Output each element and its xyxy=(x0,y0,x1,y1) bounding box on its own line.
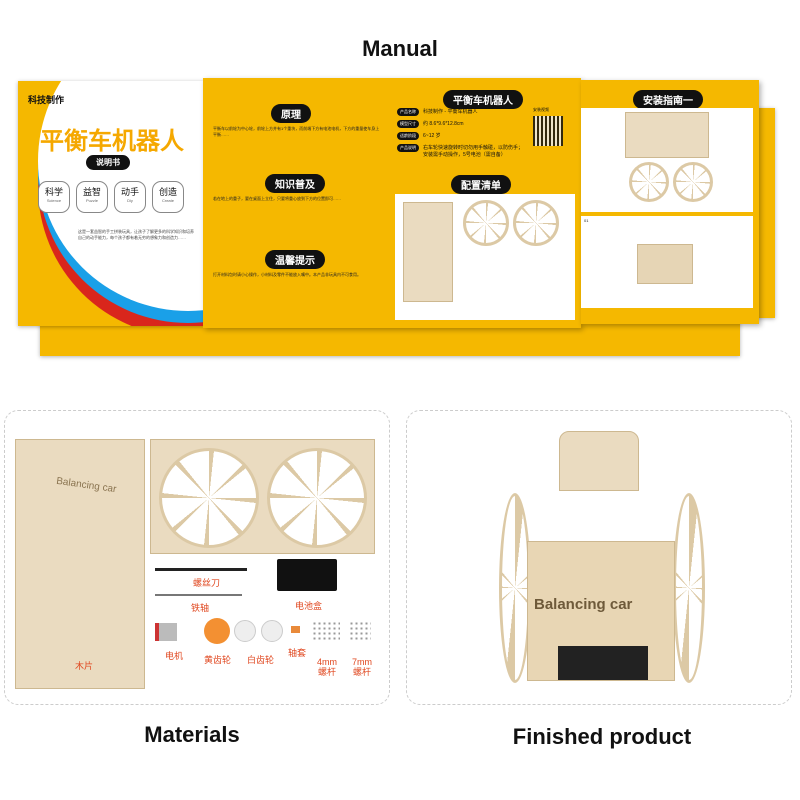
manual-guide-page: 安装指南一 01 xyxy=(581,80,759,324)
battery-box xyxy=(558,646,648,680)
wheel-board xyxy=(150,439,375,554)
guide-step: 01 xyxy=(584,218,589,223)
knowledge-heading: 知识普及 xyxy=(265,174,325,193)
iron-shaft xyxy=(155,594,242,596)
label-yellow-gear: 黄齿轮 xyxy=(204,655,232,665)
guide-image-step: 01 xyxy=(581,216,753,308)
label-wood: 木片 xyxy=(75,661,94,671)
finished-panel: Balancing car xyxy=(406,410,792,705)
principle-text: 平衡车以前轮为中心轮，前轮上方并有1个重块，而前端下方有电池电机，下方的重量使车… xyxy=(213,126,380,137)
yellow-gear xyxy=(204,618,230,644)
cover-brand: 科技制作 xyxy=(28,96,65,106)
cover-title: 平衡车机器人 xyxy=(40,128,184,155)
robot-head xyxy=(559,431,639,491)
guide-heading: 安装指南一 xyxy=(633,90,703,109)
screws-4mm xyxy=(312,621,340,641)
cover-paragraph: 这是一套益智的手工拼装玩具，让孩子了解更多的科学知识和培养自己的动手能力，每个孩… xyxy=(78,229,194,240)
board-text: Balancing car xyxy=(55,475,118,496)
label-sleeve: 轴套 xyxy=(288,648,307,658)
wood-board: Balancing car xyxy=(15,439,145,689)
screws-7mm xyxy=(349,621,371,641)
guide-image-parts xyxy=(581,108,753,212)
tips-text: 打开材料包时请小心操作，小材料及零件不能放入嘴中。本产品非玩具内不可食用。 xyxy=(213,272,361,277)
motor xyxy=(155,623,177,641)
product-heading: 平衡车机器人 xyxy=(443,90,523,109)
label-screwdriver: 螺丝刀 xyxy=(193,578,221,588)
label-battery: 电池盒 xyxy=(295,601,323,611)
product-info: 产品名称科技制作 - 平衡车机器人 模型尺寸约 8.6*9.6*12.8cm 适… xyxy=(397,108,527,162)
label-screw-7mm: 7mm 螺杆 xyxy=(352,657,372,677)
robot-body: Balancing car xyxy=(527,541,675,681)
config-heading: 配置清单 xyxy=(451,175,511,194)
principle-heading: 原理 xyxy=(271,104,311,123)
caption-materials: Materials xyxy=(144,722,240,747)
white-gear xyxy=(234,620,256,642)
caption-manual: Manual xyxy=(362,36,438,61)
right-wheel xyxy=(673,493,705,683)
battery-box xyxy=(277,559,337,591)
sleeve xyxy=(291,626,300,633)
knowledge-text: 若在地上的重子，要在桌面上立住，只要将重心放到下方的位置即可…… xyxy=(213,196,341,201)
caption-finished: Finished product xyxy=(512,724,692,749)
materials-panel: Balancing car 螺丝刀 铁轴 电池盒 木片 电机 黄齿轮 白齿轮 轴… xyxy=(4,410,390,705)
label-screw-4mm: 4mm 螺杆 xyxy=(317,657,337,677)
cover-subtitle: 说明书 xyxy=(86,155,130,170)
label-shaft: 铁轴 xyxy=(191,603,210,613)
body-text: Balancing car xyxy=(534,596,633,613)
tips-heading: 温馨提示 xyxy=(265,250,325,269)
qr-code xyxy=(533,116,563,146)
white-gear xyxy=(261,620,283,642)
config-image xyxy=(395,194,575,320)
screwdriver xyxy=(155,568,247,571)
label-white-gear: 白齿轮 xyxy=(247,655,275,665)
qr-label: 安装视频 xyxy=(533,107,549,112)
manual-spread: 原理 平衡车以前轮为中心轮，前轮上方并有1个重块，而前端下方有电池电机，下方的重… xyxy=(203,78,581,328)
label-motor: 电机 xyxy=(165,651,184,661)
